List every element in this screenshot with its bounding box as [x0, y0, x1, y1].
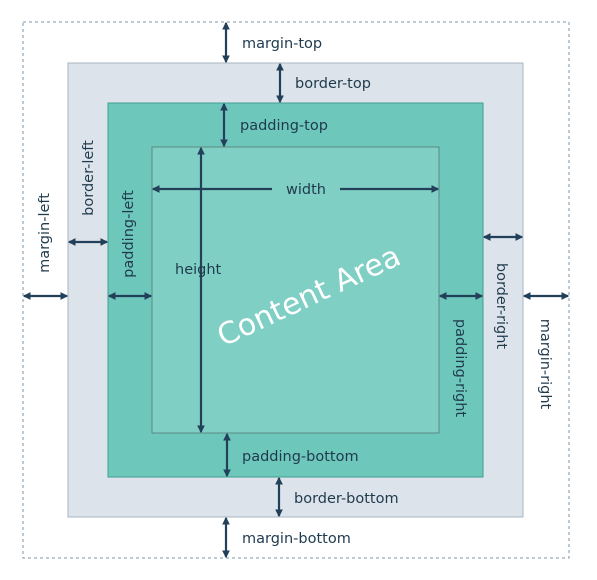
margin-left-label: margin-left: [37, 193, 53, 273]
padding-left-label: padding-left: [121, 190, 137, 278]
width-label: width: [286, 182, 326, 198]
border-bottom-label: border-bottom: [294, 491, 399, 507]
height-label: height: [175, 262, 222, 278]
padding-top-label: padding-top: [240, 118, 328, 134]
margin-bottom-label: margin-bottom: [242, 531, 351, 547]
padding-right-label: padding-right: [452, 319, 468, 418]
margin-top-label: margin-top: [242, 36, 322, 52]
margin-right-label: margin-right: [537, 319, 553, 410]
border-top-label: border-top: [295, 76, 371, 92]
padding-bottom-label: padding-bottom: [242, 449, 359, 465]
border-left-label: border-left: [81, 140, 97, 216]
border-right-label: border-right: [493, 263, 509, 350]
